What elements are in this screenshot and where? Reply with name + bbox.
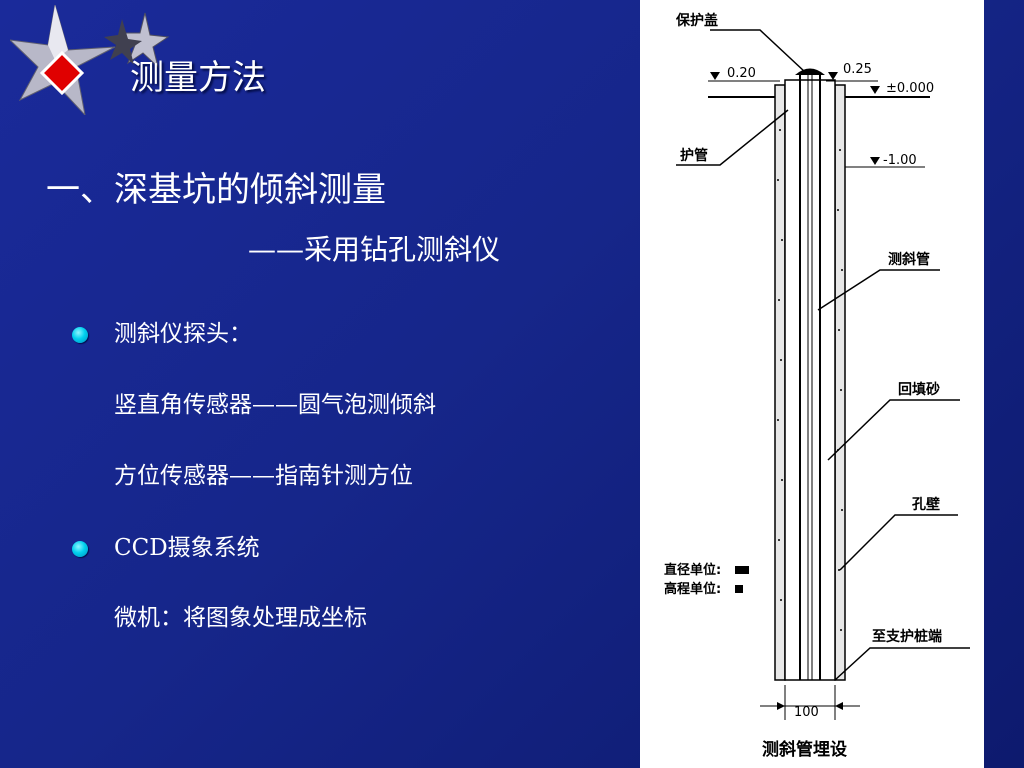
label-diameter-unit: 直径单位: xyxy=(664,562,721,578)
text-line-vertical-sensor: 竖直角传感器——圆气泡测倾斜 xyxy=(114,392,436,418)
label-inclinometer-tube: 测斜管 xyxy=(888,251,930,268)
star-logo-icon xyxy=(10,5,170,115)
label-datum: ±0.000 xyxy=(886,81,934,96)
section-heading: 一、深基坑的倾斜测量 xyxy=(46,170,386,210)
label-backfill-sand: 回填砂 xyxy=(898,381,940,398)
text-line-azimuth-sensor: 方位传感器——指南针测方位 xyxy=(114,463,413,489)
label-width: 100 xyxy=(794,705,819,720)
inclinometer-figure: 保护盖 0.20 0.25 ±0.000 护管 -1.00 测斜管 回填砂 孔壁 xyxy=(640,0,984,768)
bullet-line-ccd: CCD摄象系统 xyxy=(114,535,260,561)
bullet-dot-icon xyxy=(72,327,88,343)
label-right-level: 0.25 xyxy=(843,62,872,77)
label-left-level: 0.20 xyxy=(727,66,756,81)
label-elevation-unit: 高程单位: xyxy=(664,581,721,597)
label-casing: 护管 xyxy=(680,147,708,164)
text-line-computer: 微机：将图象处理成坐标 xyxy=(114,605,367,631)
label-hole-wall: 孔壁 xyxy=(912,496,940,513)
figure-caption: 测斜管埋设 xyxy=(762,739,847,760)
section-subheading: ——采用钻孔测斜仪 xyxy=(248,233,501,266)
inclinometer-diagram: 保护盖 0.20 0.25 ±0.000 护管 -1.00 测斜管 回填砂 孔壁 xyxy=(664,12,970,760)
slide-title: 测量方法 xyxy=(130,58,266,98)
label-to-pile-end: 至支护桩端 xyxy=(872,628,942,645)
label-cover: 保护盖 xyxy=(675,12,718,29)
bullet-dot-icon xyxy=(72,541,88,557)
label-depth: -1.00 xyxy=(883,153,917,168)
bullet-line-probe: 测斜仪探头： xyxy=(114,321,252,347)
